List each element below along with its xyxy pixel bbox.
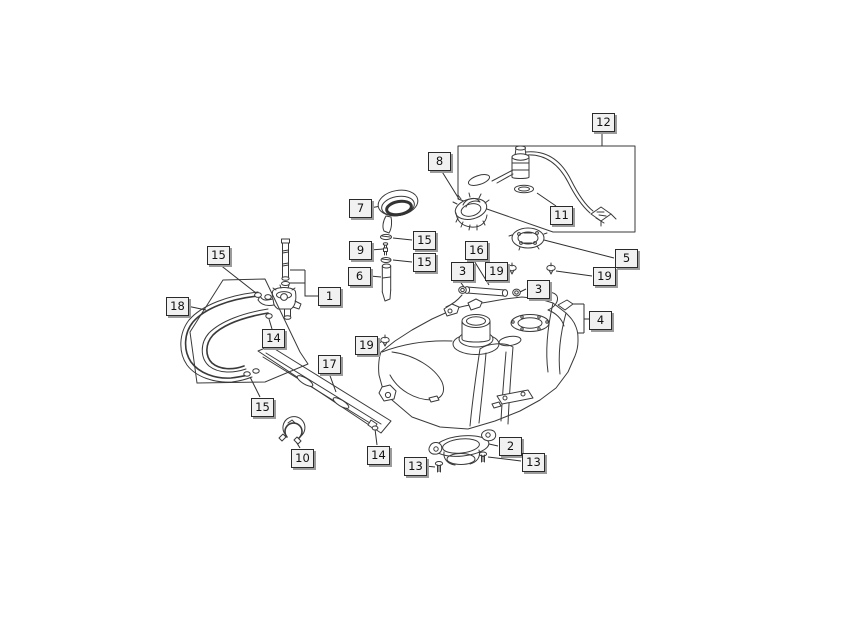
callout-number: 14 — [266, 330, 281, 345]
callout-number: 19 — [597, 268, 612, 283]
filler-flange — [428, 429, 497, 466]
callout-number: 11 — [554, 207, 569, 222]
callout-9[interactable]: 9 — [349, 241, 372, 260]
callout-number: 13 — [526, 454, 541, 469]
callout-6[interactable]: 6 — [348, 267, 371, 286]
callout-number: 15 — [417, 232, 432, 247]
callout-number: 19 — [359, 337, 374, 352]
vent-clip-top — [380, 233, 392, 241]
callout-15-top[interactable]: 15 — [207, 246, 230, 265]
callout-13-b[interactable]: 13 — [522, 453, 545, 472]
callout-number: 2 — [506, 438, 515, 453]
callout-1[interactable]: 1 — [318, 287, 341, 306]
fuel-cap — [452, 192, 490, 231]
callout-number: 10 — [295, 450, 310, 465]
callout-11[interactable]: 11 — [550, 206, 573, 225]
callout-number: 6 — [355, 268, 364, 283]
callout-number: 18 — [170, 298, 185, 313]
hose-clamp — [278, 416, 306, 445]
connector-plug — [590, 206, 617, 227]
callout-number: 16 — [469, 242, 484, 257]
callout-18[interactable]: 18 — [166, 297, 189, 316]
callout-number: 17 — [322, 356, 337, 371]
fuel-tank — [378, 292, 579, 430]
callout-number: 7 — [356, 200, 365, 215]
filler-funnel — [377, 189, 419, 234]
callout-19-c[interactable]: 19 — [355, 336, 378, 355]
callout-15-b[interactable]: 15 — [413, 253, 436, 272]
callout-number: 13 — [408, 458, 423, 473]
callout-15-c[interactable]: 15 — [251, 398, 274, 417]
callout-number: 15 — [255, 399, 270, 414]
callout-10[interactable]: 10 — [291, 449, 314, 468]
grommet-clips — [380, 262, 556, 347]
callout-14-a[interactable]: 14 — [262, 329, 285, 348]
callout-15-a[interactable]: 15 — [413, 231, 436, 250]
callout-number: 3 — [458, 263, 467, 278]
callout-5[interactable]: 5 — [615, 249, 638, 268]
callout-7[interactable]: 7 — [349, 199, 372, 218]
gauge-tube — [281, 238, 290, 286]
callout-number: 9 — [356, 242, 365, 257]
callout-number: 4 — [596, 312, 605, 327]
callout-16[interactable]: 16 — [465, 241, 488, 260]
callout-8[interactable]: 8 — [428, 152, 451, 171]
sender-group-box — [457, 145, 636, 233]
fuel-sender — [467, 145, 617, 227]
callout-number: 1 — [325, 288, 334, 303]
leader-lines — [186, 131, 615, 468]
hose-group — [180, 278, 309, 384]
flange-screws — [434, 451, 488, 473]
callout-number: 12 — [596, 114, 611, 129]
callout-17[interactable]: 17 — [318, 355, 341, 374]
callout-13-a[interactable]: 13 — [404, 457, 427, 476]
pin — [382, 242, 389, 256]
callout-14-b[interactable]: 14 — [367, 446, 390, 465]
vent-tube — [381, 263, 392, 302]
callout-number: 15 — [211, 247, 226, 262]
callout-number: 8 — [435, 153, 444, 168]
fuel-valve — [257, 284, 302, 320]
callout-number: 3 — [534, 281, 543, 296]
callout-4[interactable]: 4 — [589, 311, 612, 330]
callout-number: 15 — [417, 254, 432, 269]
callout-number: 5 — [622, 250, 631, 265]
callout-2[interactable]: 2 — [499, 437, 522, 456]
callout-number: 14 — [371, 447, 386, 462]
vent-clip-bottom — [380, 257, 392, 263]
callout-19-b[interactable]: 19 — [593, 267, 616, 286]
callout-3-a[interactable]: 3 — [451, 262, 474, 281]
sender-gasket — [514, 184, 534, 194]
callout-19-a[interactable]: 19 — [485, 262, 508, 281]
cap-lock-ring — [508, 227, 548, 251]
callout-3-b[interactable]: 3 — [527, 280, 550, 299]
callout-12[interactable]: 12 — [592, 113, 615, 132]
callout-number: 19 — [489, 263, 504, 278]
